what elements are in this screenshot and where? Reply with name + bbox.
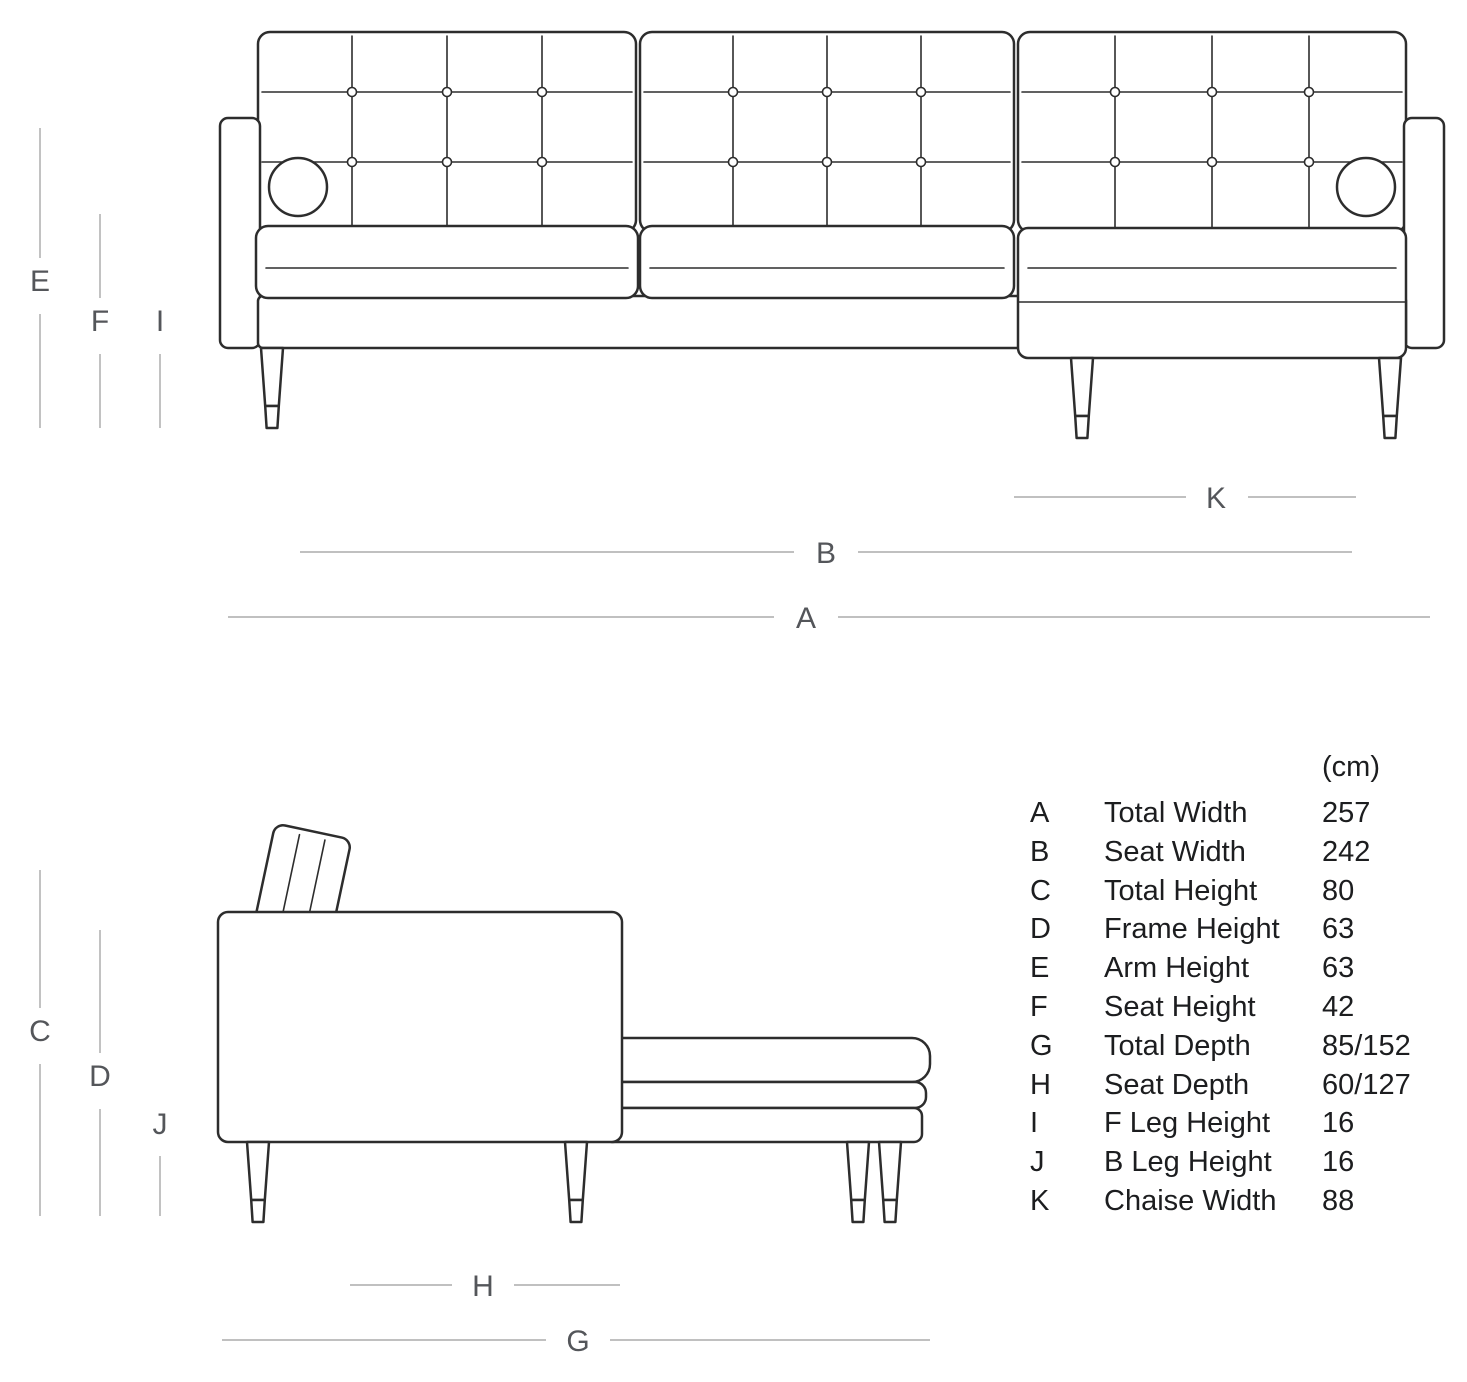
row-value: 88 — [1322, 1184, 1355, 1217]
row-label: B Leg Height — [1104, 1146, 1272, 1179]
side-chaise — [602, 1036, 932, 1144]
unit-label: (cm) — [1322, 751, 1380, 783]
row-value: 63 — [1322, 952, 1355, 985]
row-label: Total Depth — [1104, 1029, 1251, 1062]
row-key: E — [1030, 952, 1050, 985]
table-row: K Chaise Width 88 — [1030, 1182, 1422, 1221]
dim-label-k: K — [1206, 482, 1226, 515]
side-dimensions: C D J H G — [29, 870, 930, 1358]
row-value: 42 — [1322, 990, 1355, 1023]
leg — [845, 1140, 871, 1224]
table-row: A Total Width 257 — [1030, 794, 1422, 833]
seat-cushion-left — [254, 224, 640, 300]
dim-label-c: C — [29, 1015, 51, 1048]
table-row: B Seat Width 242 — [1030, 833, 1422, 872]
row-label: Chaise Width — [1104, 1184, 1277, 1217]
row-value: 16 — [1322, 1146, 1355, 1179]
table-row: I F Leg Height 16 — [1030, 1104, 1422, 1143]
table-row: C Total Height 80 — [1030, 872, 1422, 911]
row-label: Seat Width — [1104, 835, 1246, 868]
row-key: I — [1030, 1107, 1039, 1140]
row-key: A — [1030, 797, 1050, 829]
backrest-section-middle — [638, 30, 1016, 234]
seat-cushion-middle — [638, 224, 1016, 300]
row-key: J — [1030, 1146, 1045, 1179]
row-value: 60/127 — [1322, 1068, 1411, 1101]
right-arm — [1402, 116, 1446, 350]
row-label: Arm Height — [1104, 952, 1250, 985]
row-value: 85/152 — [1322, 1029, 1411, 1062]
left-arm — [218, 116, 262, 350]
dim-label-f: F — [91, 305, 109, 338]
dim-label-h: H — [472, 1270, 494, 1303]
leg — [877, 1140, 903, 1224]
leg — [245, 1140, 271, 1224]
table-row: F Seat Height 42 — [1030, 988, 1422, 1027]
dim-label-e: E — [30, 265, 50, 298]
row-value: 63 — [1322, 913, 1355, 946]
row-key: C — [1030, 874, 1051, 907]
table-row: H Seat Depth 60/127 — [1030, 1066, 1422, 1105]
leg — [259, 346, 285, 430]
side-view — [216, 824, 932, 1224]
dim-label-j: J — [153, 1108, 168, 1141]
tufting-buttons — [1109, 86, 1315, 168]
leg — [1377, 356, 1403, 440]
row-label: F Leg Height — [1104, 1107, 1271, 1140]
row-key: H — [1030, 1068, 1051, 1101]
table-row: G Total Depth 85/152 — [1030, 1027, 1422, 1066]
table-row: D Frame Height 63 — [1030, 910, 1422, 949]
table-row: J B Leg Height 16 — [1030, 1143, 1422, 1182]
row-value: 80 — [1322, 874, 1355, 907]
row-label: Total Width — [1104, 797, 1248, 829]
leg — [1069, 356, 1095, 440]
leg — [563, 1140, 589, 1224]
front-dimensions: E F I K B A — [30, 128, 1430, 635]
row-key: F — [1030, 990, 1048, 1023]
side-body-panel — [216, 910, 624, 1144]
row-value: 257 — [1322, 797, 1371, 829]
bolster-cushion-right — [1335, 156, 1397, 218]
row-label: Frame Height — [1104, 913, 1280, 946]
row-key: D — [1030, 913, 1051, 946]
bolster-cushion-left — [267, 156, 329, 218]
table-row: E Arm Height 63 — [1030, 949, 1422, 988]
dim-label-a: A — [796, 602, 816, 635]
dim-label-i: I — [156, 305, 164, 338]
dim-label-d: D — [89, 1060, 111, 1093]
tufting-buttons — [727, 86, 927, 168]
tufting-buttons — [346, 86, 548, 168]
row-key: G — [1030, 1029, 1053, 1062]
chaise-section — [1016, 226, 1408, 360]
seat-cushions — [254, 224, 1016, 300]
row-key: B — [1030, 835, 1050, 868]
row-value: 242 — [1322, 835, 1371, 868]
dim-label-b: B — [816, 537, 836, 570]
backrest-section-right — [1016, 30, 1408, 234]
row-key: K — [1030, 1184, 1050, 1217]
row-label: Total Height — [1104, 874, 1258, 907]
front-view — [218, 30, 1446, 440]
dim-label-g: G — [566, 1325, 589, 1358]
row-label: Seat Depth — [1104, 1068, 1250, 1101]
row-label: Seat Height — [1104, 990, 1256, 1023]
dimensions-table: (cm) A Total Width 257 B Seat Width 242 … — [1030, 752, 1422, 1221]
backrest-section-left — [256, 30, 638, 234]
row-value: 16 — [1322, 1107, 1355, 1140]
